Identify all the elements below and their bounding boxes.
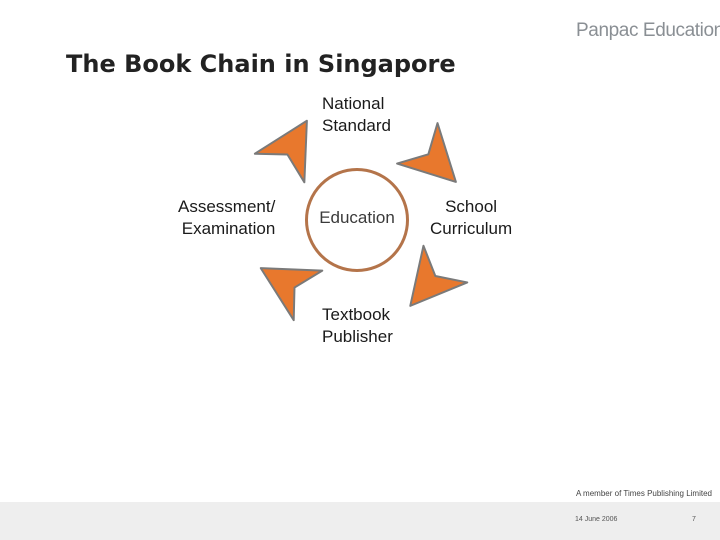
center-circle <box>305 168 409 272</box>
node-label-line: School <box>445 197 498 216</box>
slide-title: The Book Chain in Singapore <box>66 50 456 78</box>
node-label-line: Publisher <box>322 327 393 346</box>
footer-tagline: A member of Times Publishing Limited <box>575 489 712 498</box>
node-label-line: Standard <box>322 116 391 135</box>
arrow-top-right-icon <box>396 122 478 204</box>
arrow-top-left-icon <box>253 105 333 184</box>
footer-date: 14 June 2006 <box>575 516 618 523</box>
center-label: Education <box>319 208 395 227</box>
node-label-line: Curriculum <box>430 219 513 238</box>
node-textbook-publisher: Textbook Publisher <box>322 304 393 348</box>
page-number: 7 <box>692 516 696 523</box>
company-logo: Panpac Education <box>576 20 720 41</box>
node-label-line: Assessment/ <box>178 197 276 216</box>
node-national-standard: National Standard <box>322 93 391 137</box>
footer-bar: 14 June 2006 7 <box>0 502 720 540</box>
arrow-bottom-left-icon <box>245 242 324 322</box>
node-label-line: Textbook <box>322 305 391 324</box>
node-label-line: Examination <box>181 219 276 238</box>
node-label-line: National <box>322 94 385 113</box>
node-assessment-examination: Assessment/ Examination <box>178 196 275 240</box>
node-school-curriculum: School Curriculum <box>430 196 512 240</box>
arrow-bottom-right-icon <box>387 244 469 326</box>
